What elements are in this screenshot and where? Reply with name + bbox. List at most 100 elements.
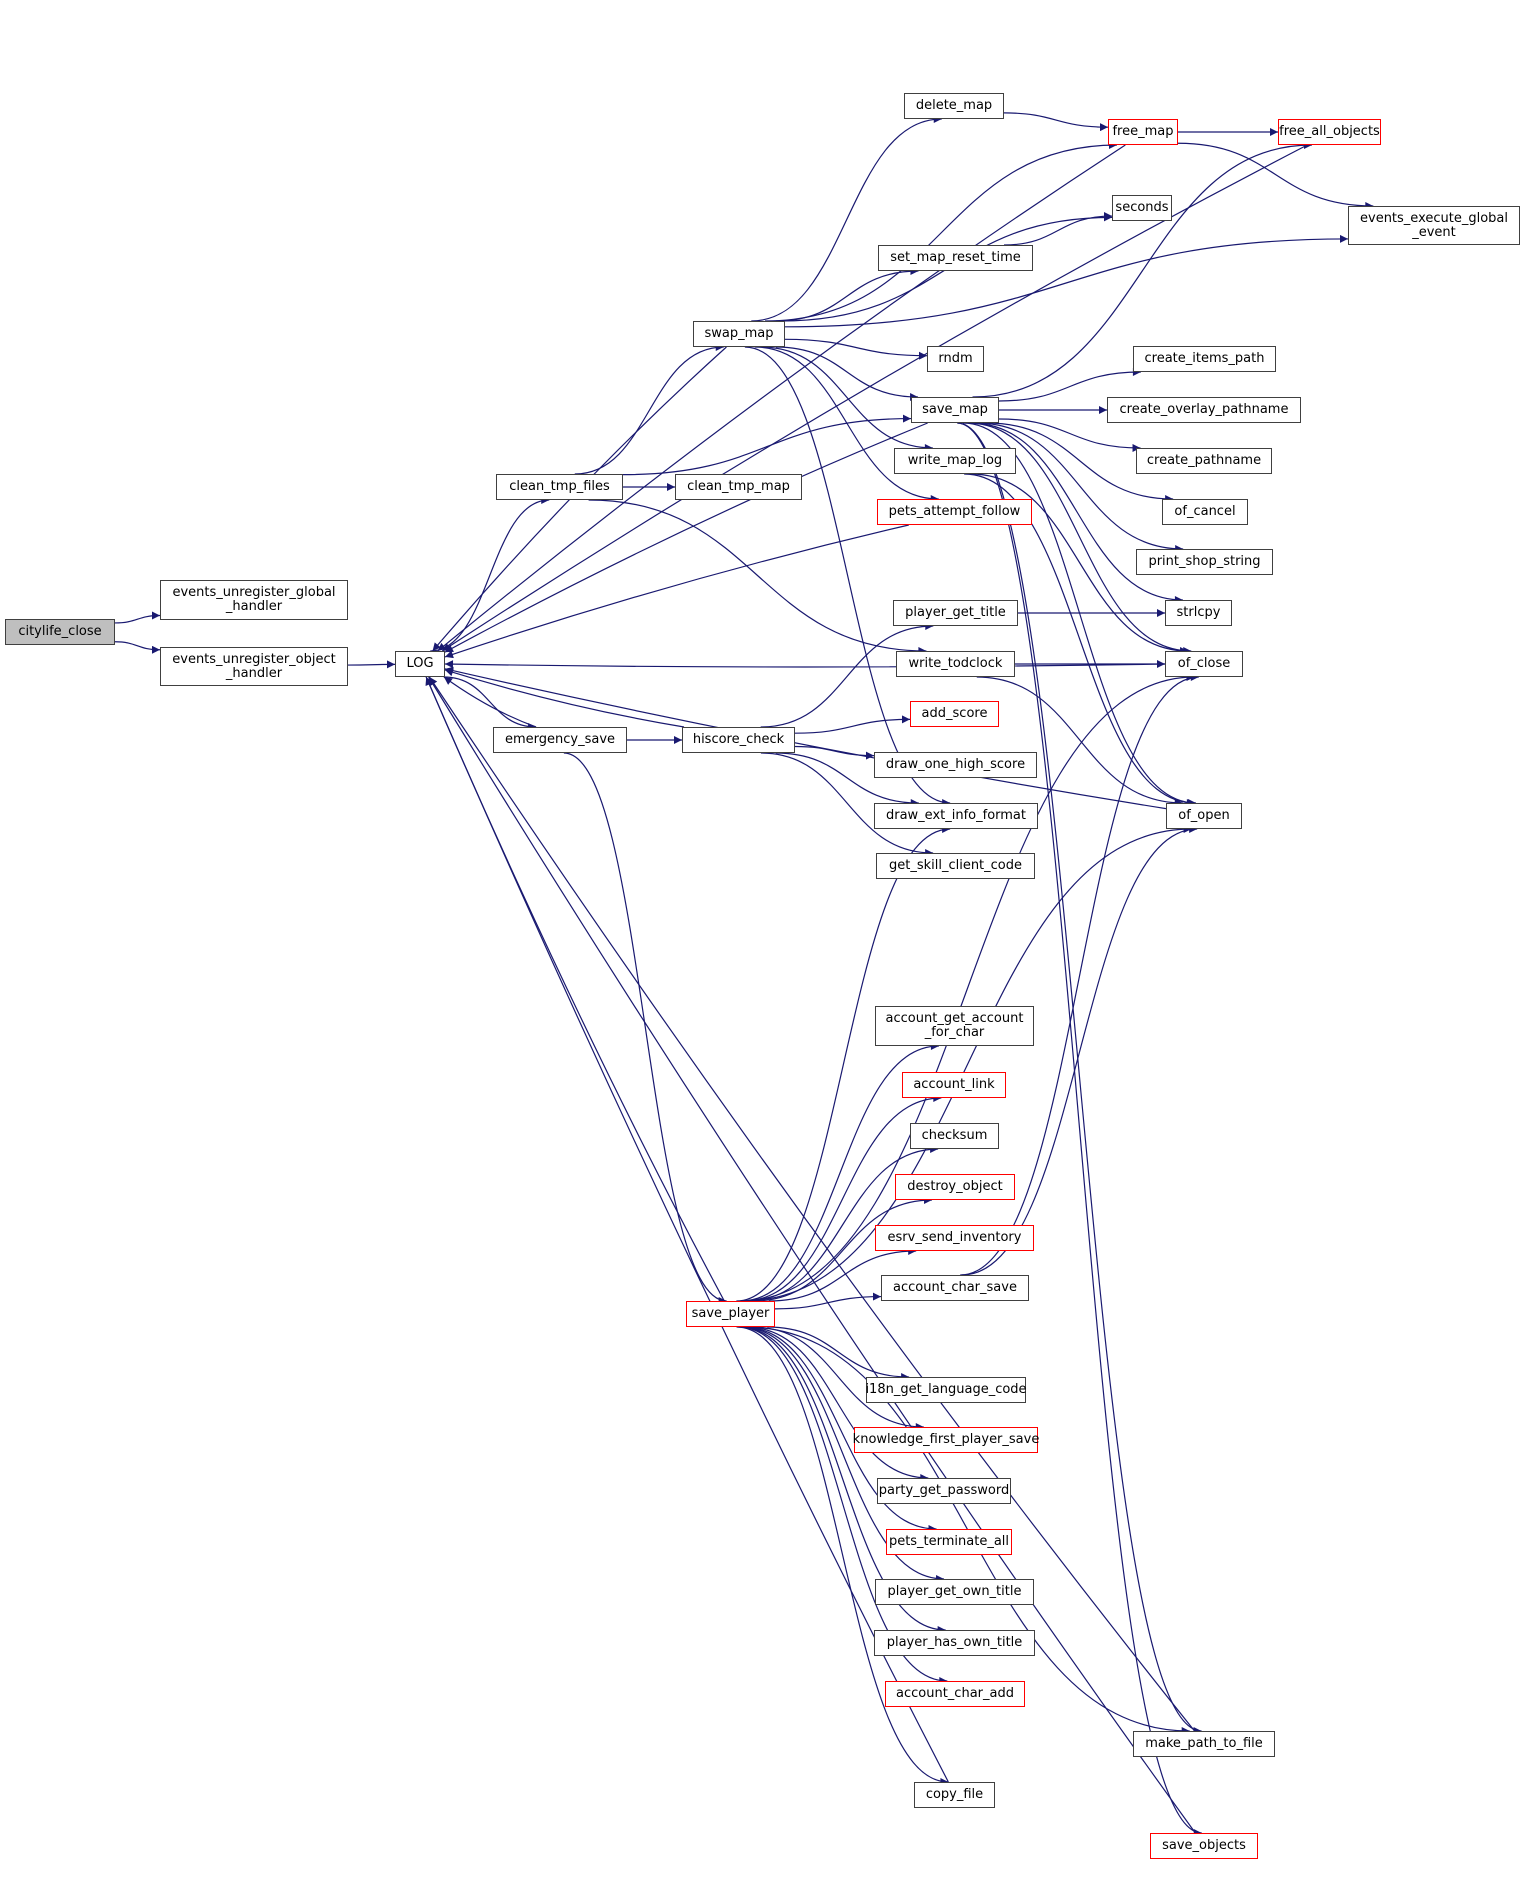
node-get-skill-client-code[interactable]: get_skill_client_code xyxy=(876,853,1035,879)
edge-write-todclock-to-of-open xyxy=(976,676,1183,807)
edge-save-map-to-create-items-path xyxy=(998,368,1141,402)
node-delete-map[interactable]: delete_map xyxy=(904,93,1004,119)
edge-clean-tmp-files-to-swap-map xyxy=(574,343,724,475)
edge-of-close-to-LOG xyxy=(444,660,1166,669)
node-draw-ext-info-format[interactable]: draw_ext_info_format xyxy=(874,803,1038,829)
edge-delete-map-to-free-map xyxy=(1003,112,1109,132)
edge-hiscore-check-to-add-score xyxy=(794,715,911,734)
node-swap-map[interactable]: swap_map xyxy=(693,321,785,347)
node-esrv-send-inventory[interactable]: esrv_send_inventory xyxy=(875,1225,1034,1251)
edge-account-char-save-to-of-open xyxy=(961,825,1198,1276)
node-copy-file[interactable]: copy_file xyxy=(914,1782,995,1808)
edge-make-path-to-file-to-LOG xyxy=(428,676,1196,1732)
node-seconds[interactable]: seconds xyxy=(1112,195,1172,221)
edge-save-player-to-player-has-own-title xyxy=(739,1326,946,1634)
node-save-map[interactable]: save_map xyxy=(911,397,999,423)
node-of-close[interactable]: of_close xyxy=(1165,651,1243,677)
node-draw-one-high-score[interactable]: draw_one_high_score xyxy=(874,752,1037,778)
node-i18n-get-language-code[interactable]: i18n_get_language_code xyxy=(865,1377,1027,1403)
node-save-player[interactable]: save_player xyxy=(686,1301,775,1327)
edge-euoh-to-LOG xyxy=(347,660,396,669)
node-euoh[interactable]: events_unregister_object _handler xyxy=(160,647,348,686)
node-strlcpy[interactable]: strlcpy xyxy=(1165,600,1232,626)
edge-save-map-to-print-shop-string xyxy=(976,422,1184,553)
edge-swap-map-to-write-map-log xyxy=(761,346,933,452)
node-create-items-path[interactable]: create_items_path xyxy=(1133,346,1276,372)
edge-citylife-close-to-eugh xyxy=(114,611,161,624)
node-pets-terminate-all[interactable]: pets_terminate_all xyxy=(886,1529,1012,1555)
edge-save-map-to-free-all-objects xyxy=(972,141,1312,398)
edge-save-player-to-destroy-object xyxy=(753,1196,933,1302)
edge-write-map-log-to-of-open xyxy=(964,473,1195,807)
edge-free-map-to-eeg xyxy=(1177,142,1374,210)
node-create-overlay-pathname[interactable]: create_overlay_pathname xyxy=(1107,397,1301,423)
edge-save-player-to-agafc xyxy=(740,1042,939,1302)
node-destroy-object[interactable]: destroy_object xyxy=(895,1174,1015,1200)
node-player-get-own-title[interactable]: player_get_own_title xyxy=(875,1579,1034,1605)
edge-pets-attempt-follow-to-LOG xyxy=(444,524,909,659)
edge-hiscore-check-to-player-get-title xyxy=(760,622,934,728)
node-party-get-password[interactable]: party_get_password xyxy=(877,1478,1011,1504)
edge-hiscore-check-to-LOG xyxy=(444,668,685,728)
node-save-objects[interactable]: save_objects xyxy=(1150,1833,1258,1859)
edge-save-player-to-of-open xyxy=(742,825,1192,1302)
node-player-get-title[interactable]: player_get_title xyxy=(893,600,1018,626)
edge-save-player-to-copy-file xyxy=(736,1326,949,1786)
edge-clean-tmp-files-to-save-map xyxy=(622,414,912,476)
edge-hiscore-check-to-draw-one-high-score xyxy=(794,745,875,760)
edge-emergency-save-to-LOG xyxy=(443,676,537,728)
node-free-all-objects[interactable]: free_all_objects xyxy=(1278,119,1381,145)
edge-save-map-to-of-close xyxy=(967,422,1192,655)
edge-save-player-to-account-char-add xyxy=(738,1326,948,1685)
edge-save-player-to-of-close xyxy=(739,673,1195,1302)
edge-swap-map-to-eeg xyxy=(784,234,1349,328)
node-write-map-log[interactable]: write_map_log xyxy=(894,448,1016,474)
node-account-link[interactable]: account_link xyxy=(902,1072,1006,1098)
node-agafc[interactable]: account_get_account _for_char xyxy=(875,1006,1034,1046)
node-eugh[interactable]: events_unregister_global _handler xyxy=(160,580,348,620)
node-eeg[interactable]: events_execute_global _event xyxy=(1348,206,1520,245)
node-create-pathname[interactable]: create_pathname xyxy=(1136,448,1272,474)
node-player-has-own-title[interactable]: player_has_own_title xyxy=(874,1630,1035,1656)
edge-save-map-to-strlcpy xyxy=(970,422,1183,604)
node-write-todclock[interactable]: write_todclock xyxy=(896,651,1015,677)
node-of-cancel[interactable]: of_cancel xyxy=(1162,499,1248,525)
edge-swap-map-to-pets-attempt-follow xyxy=(754,346,939,503)
node-set-map-reset-time[interactable]: set_map_reset_time xyxy=(878,245,1033,271)
edge-save-player-to-checksum xyxy=(746,1145,939,1302)
edge-swap-map-to-free-map xyxy=(764,141,1118,322)
node-print-shop-string[interactable]: print_shop_string xyxy=(1136,549,1273,575)
node-of-open[interactable]: of_open xyxy=(1166,803,1242,829)
node-account-char-add[interactable]: account_char_add xyxy=(885,1681,1025,1707)
node-hiscore-check[interactable]: hiscore_check xyxy=(682,727,795,753)
edge-clean-tmp-files-to-write-todclock xyxy=(588,499,927,655)
node-free-map[interactable]: free_map xyxy=(1108,119,1178,145)
edge-LOG-to-emergency-save xyxy=(443,676,537,731)
edge-hiscore-check-to-draw-ext-info-format xyxy=(775,752,919,807)
node-emergency-save[interactable]: emergency_save xyxy=(493,727,627,753)
edge-save-objects-to-LOG xyxy=(428,676,1196,1834)
edge-save-player-to-LOG xyxy=(425,676,725,1302)
node-add-score[interactable]: add_score xyxy=(910,701,999,727)
node-pets-attempt-follow[interactable]: pets_attempt_follow xyxy=(877,499,1032,525)
node-clean-tmp-files[interactable]: clean_tmp_files xyxy=(496,474,623,500)
node-knowledge-first-player-save[interactable]: knowledge_first_player_save xyxy=(853,1427,1039,1453)
node-LOG[interactable]: LOG xyxy=(395,651,445,677)
node-checksum[interactable]: checksum xyxy=(910,1123,999,1149)
edge-write-map-log-to-of-close xyxy=(970,473,1189,655)
edge-save-map-to-create-pathname xyxy=(998,418,1141,452)
edge-save-player-to-i18n-get-language-code xyxy=(767,1326,910,1381)
edge-copy-file-to-LOG xyxy=(425,676,949,1783)
edge-swap-map-to-save-map xyxy=(775,346,919,401)
node-clean-tmp-map[interactable]: clean_tmp_map xyxy=(675,474,802,500)
edge-save-player-to-party-get-password xyxy=(746,1326,929,1482)
edge-free-map-to-LOG xyxy=(437,144,1126,652)
edge-emergency-save-to-save-player xyxy=(563,752,727,1305)
node-make-path-to-file[interactable]: make_path_to_file xyxy=(1133,1731,1275,1757)
node-citylife-close[interactable]: citylife_close xyxy=(5,619,115,645)
node-rndm[interactable]: rndm xyxy=(927,346,984,372)
node-account-char-save[interactable]: account_char_save xyxy=(881,1275,1029,1301)
edge-set-map-reset-time-to-seconds xyxy=(1003,212,1113,246)
edge-save-player-to-player-get-own-title xyxy=(740,1326,945,1583)
